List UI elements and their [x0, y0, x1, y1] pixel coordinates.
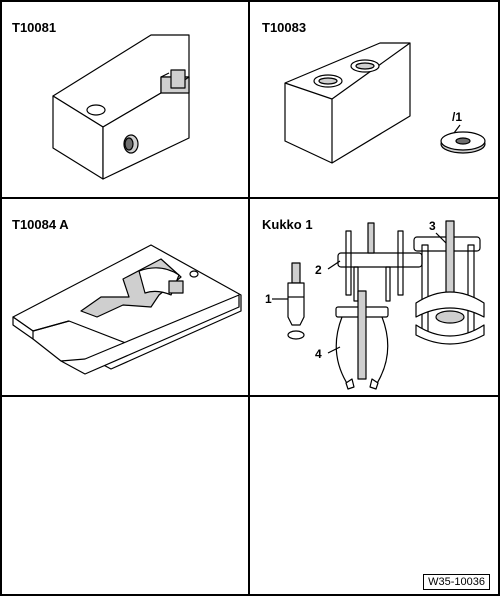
figure-reference: W35-10036 [423, 574, 490, 590]
callout-kukko1-2: 2 [315, 263, 322, 277]
callout-kukko1-1: 1 [265, 292, 272, 306]
t10081-illustration [52, 34, 190, 180]
callout-t10083-1: /1 [452, 110, 463, 124]
kukko1-illustration [272, 220, 485, 390]
callout-kukko1-4: 4 [315, 347, 322, 361]
title-t10081: T10081 [12, 20, 57, 35]
title-kukko1: Kukko 1 [262, 217, 313, 232]
title-t10083: T10083 [262, 20, 307, 35]
t10083-illustration [284, 42, 486, 164]
callout-kukko1-3: 3 [429, 219, 436, 233]
title-t10084a: T10084 A [12, 217, 69, 232]
t10084a-illustration [12, 244, 242, 375]
